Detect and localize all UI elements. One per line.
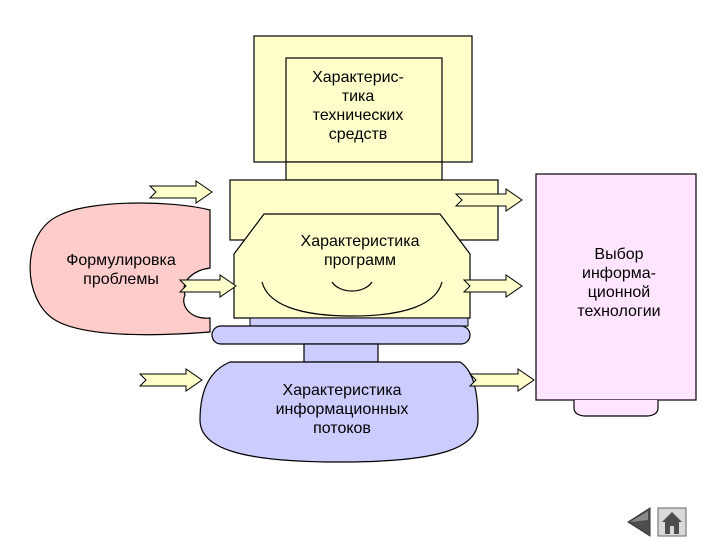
problem-node (29, 202, 211, 336)
home-icon[interactable] (657, 507, 687, 537)
flows-node (199, 361, 479, 463)
monitor-node (253, 35, 473, 181)
output-arrow-bottom (468, 368, 535, 392)
problem-label: Формулировка проблемы (66, 252, 176, 288)
input-arrow-middle (178, 274, 237, 298)
programs-label: Характеристика программ (300, 233, 420, 269)
programs-node (233, 213, 471, 319)
output-arrow-top (454, 188, 523, 212)
input-arrow-bottom (138, 368, 203, 392)
output-arrow-middle (462, 274, 523, 298)
input-arrow-top (148, 180, 213, 204)
back-arrow-icon[interactable] (627, 507, 651, 537)
tech-label: Характерис- тика технических средств (312, 69, 404, 143)
keyboard-bar (211, 317, 471, 363)
flows-label: Характеристика информационных потоков (275, 382, 409, 437)
choice-label: Выбор информа- ционной технологии (577, 246, 661, 320)
choice-node (535, 173, 697, 417)
